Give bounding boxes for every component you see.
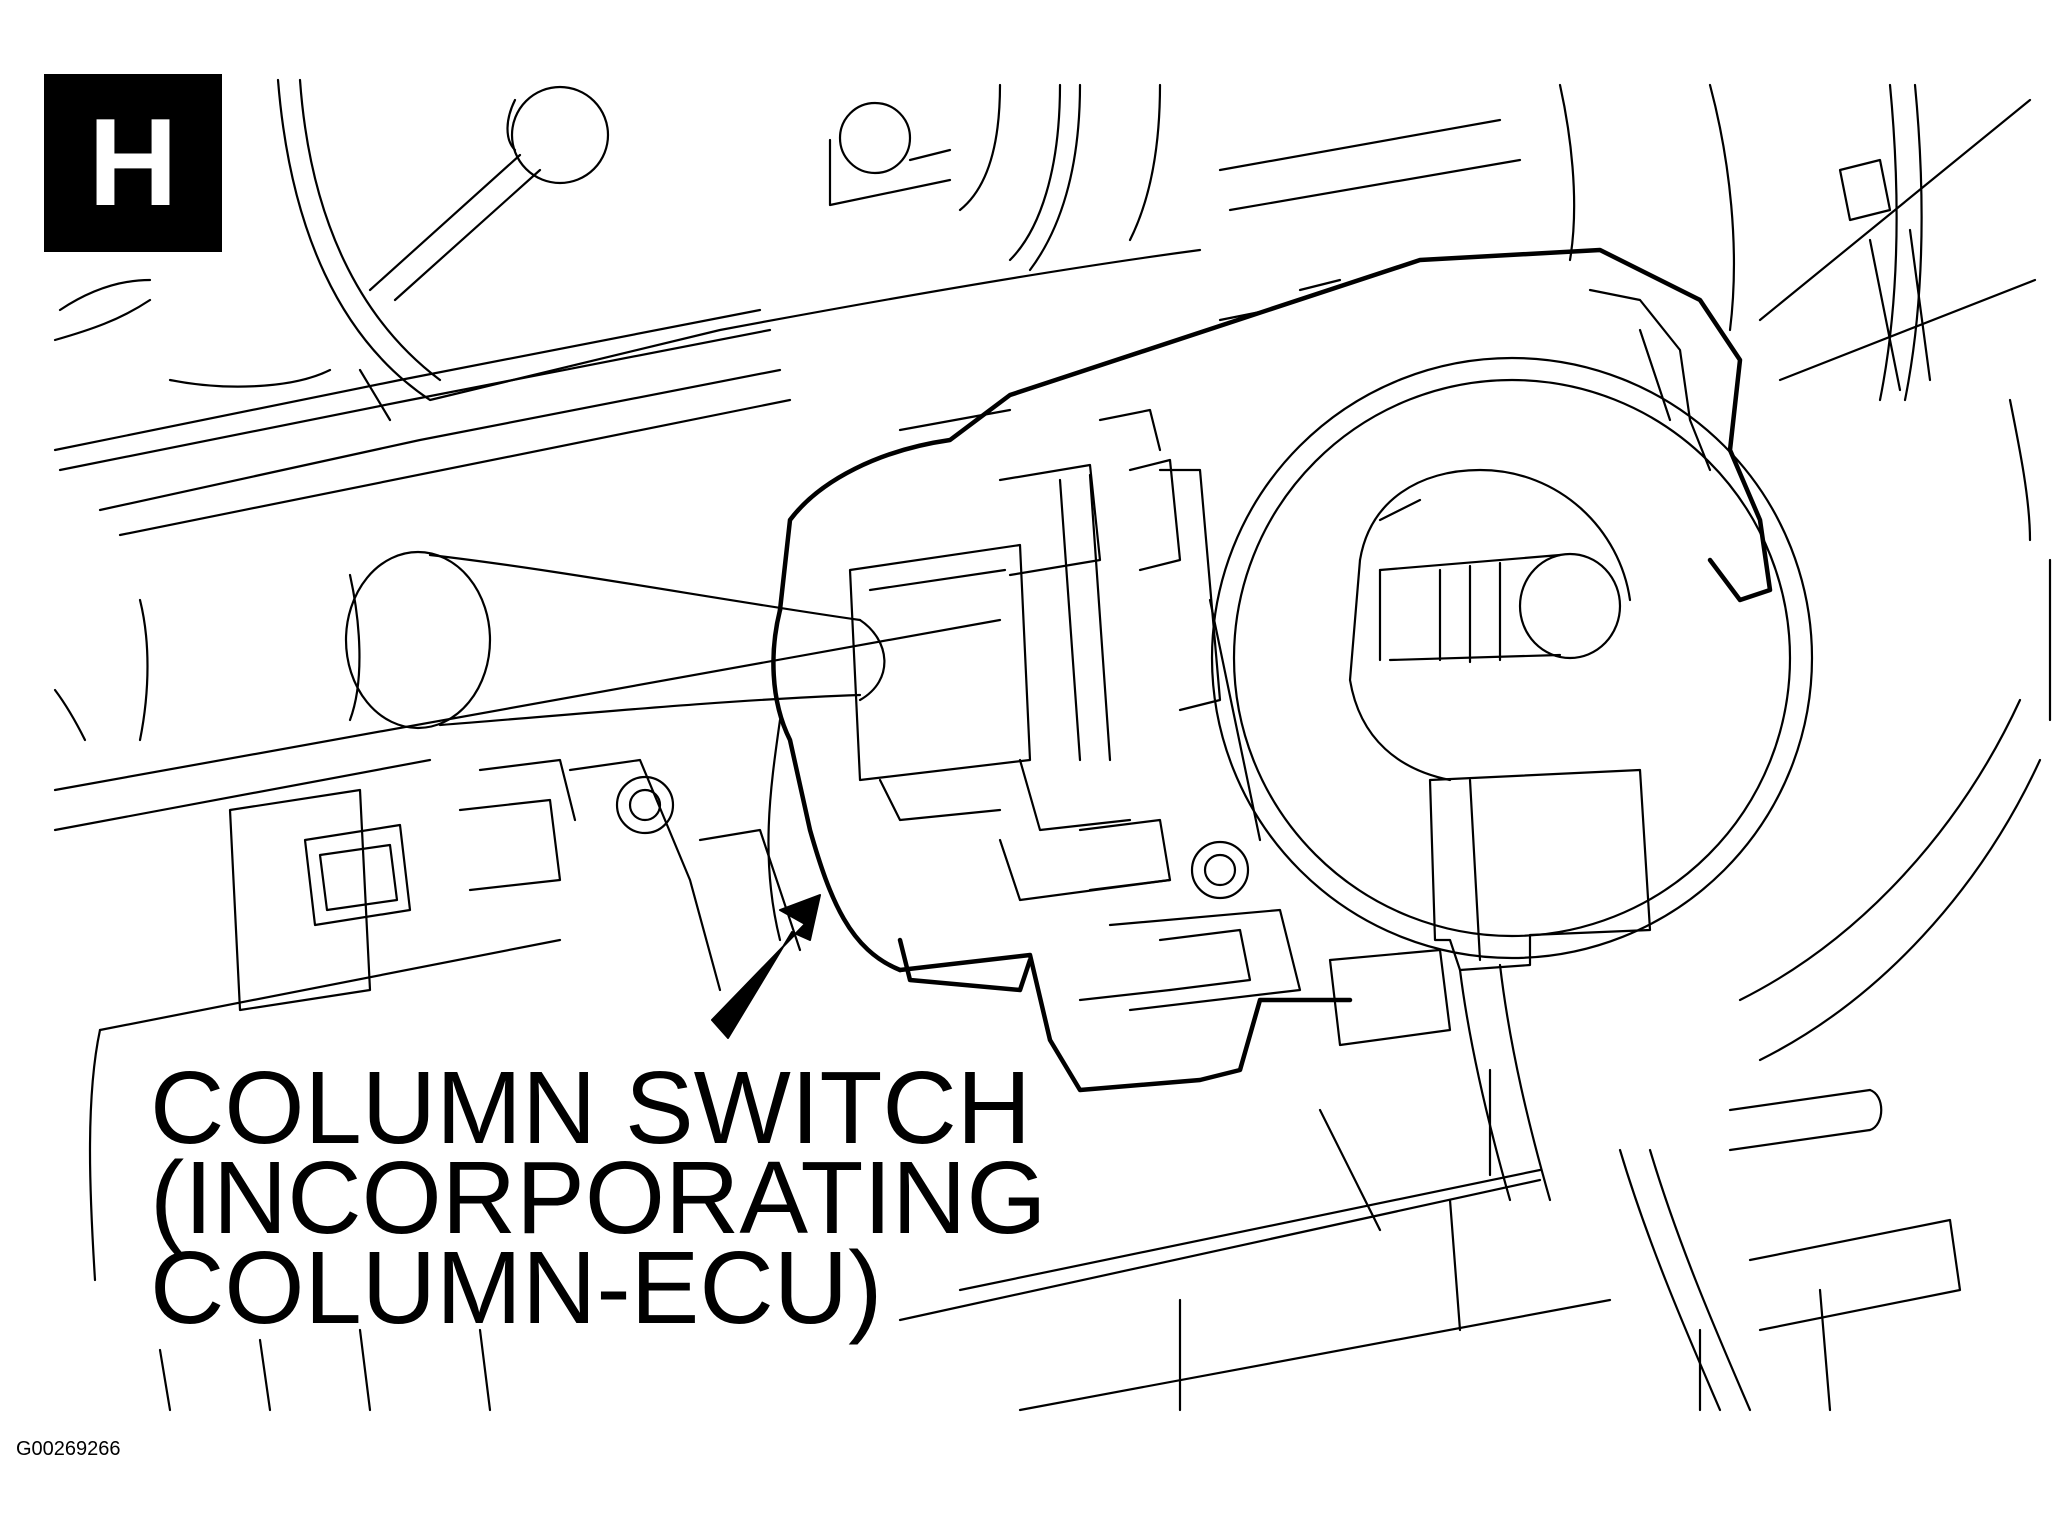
lower-right-structure bbox=[898, 698, 2042, 1412]
callout-arrow bbox=[711, 894, 821, 1039]
steering-shaft bbox=[1378, 552, 1622, 664]
turn-signal-lever bbox=[344, 550, 886, 730]
clock-spring bbox=[1210, 356, 1814, 960]
step-letter: H bbox=[88, 94, 178, 232]
lower-left-brackets bbox=[53, 598, 1002, 1412]
column-switch-outline bbox=[771, 247, 1773, 1093]
figure-id: G00269266 bbox=[16, 1438, 121, 1460]
dashboard-panel bbox=[53, 78, 2052, 722]
switch-body-details bbox=[848, 278, 1712, 1012]
component-callout-label: COLUMN SWITCH (INCORPORATING COLUMN-ECU) bbox=[150, 1050, 1047, 1345]
callout-line-2: (INCORPORATING bbox=[150, 1140, 1047, 1255]
top-knobs bbox=[368, 85, 952, 302]
wire-connector bbox=[1328, 768, 1652, 1202]
callout-line-1: COLUMN SWITCH bbox=[150, 1050, 1032, 1165]
step-badge: H bbox=[44, 74, 222, 252]
callout-line-3: COLUMN-ECU) bbox=[150, 1230, 883, 1345]
